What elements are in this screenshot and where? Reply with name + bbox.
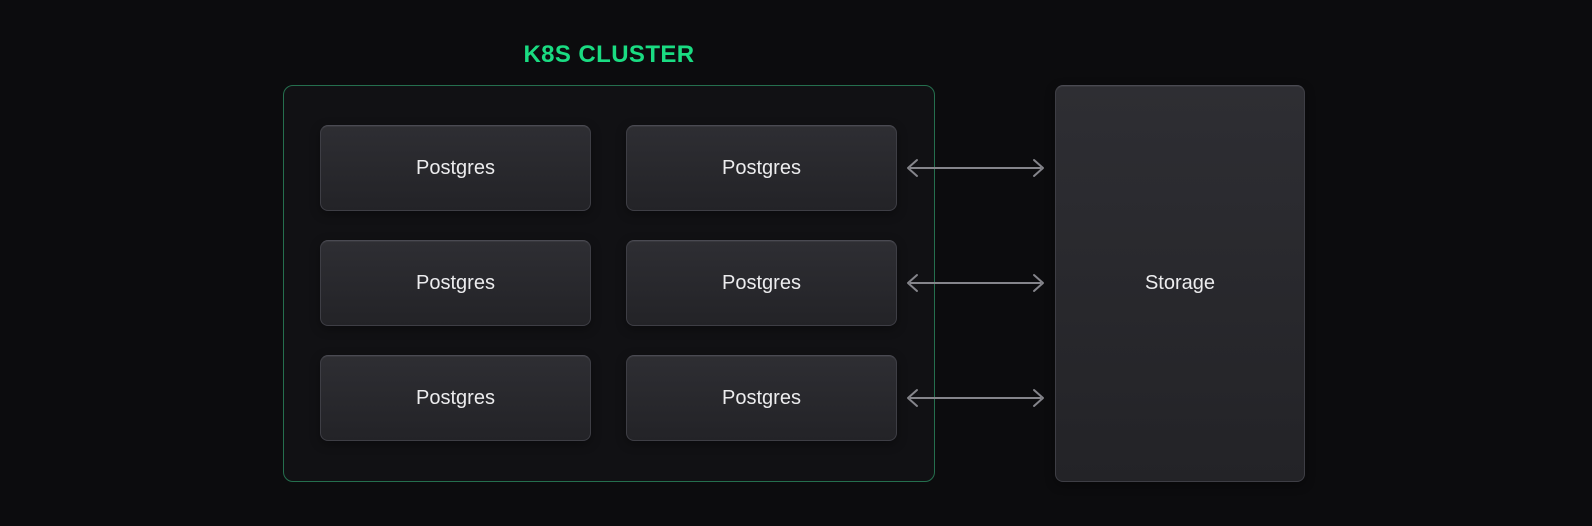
storage-node-label: Storage: [1144, 272, 1216, 294]
postgres-node-label: Postgres: [722, 156, 801, 179]
postgres-node-label: Postgres: [416, 386, 495, 409]
postgres-node: Postgres: [320, 125, 591, 211]
storage-node: Storage: [1055, 85, 1305, 482]
bidirectional-arrow-icon: [903, 271, 1048, 295]
postgres-node: Postgres: [320, 355, 591, 441]
postgres-node-label: Postgres: [722, 271, 801, 294]
postgres-node-grid: Postgres Postgres Postgres Postgres Post…: [320, 125, 897, 441]
postgres-node: Postgres: [626, 240, 897, 326]
k8s-cluster-boundary: Postgres Postgres Postgres Postgres Post…: [283, 85, 935, 482]
postgres-node: Postgres: [626, 125, 897, 211]
postgres-node-label: Postgres: [416, 156, 495, 179]
bidirectional-arrow-icon: [903, 386, 1048, 410]
cluster-title: K8S CLUSTER: [523, 41, 695, 68]
postgres-node-label: Postgres: [722, 386, 801, 409]
postgres-node: Postgres: [320, 240, 591, 326]
postgres-node: Postgres: [626, 355, 897, 441]
postgres-node-label: Postgres: [416, 271, 495, 294]
bidirectional-arrow-icon: [903, 156, 1048, 180]
